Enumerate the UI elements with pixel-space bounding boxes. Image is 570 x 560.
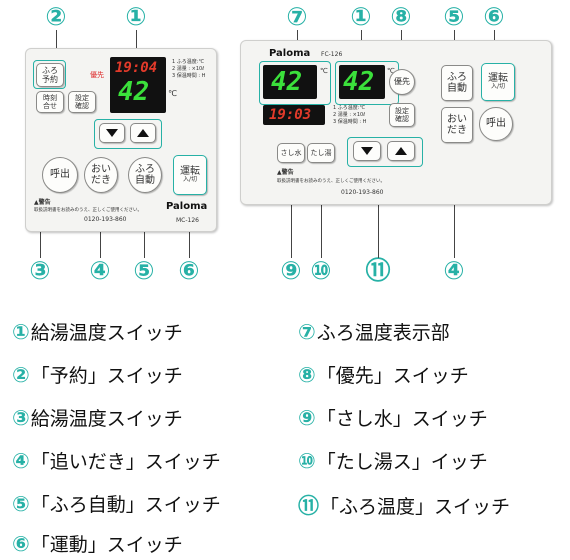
callout-8-top-right: ⑧	[390, 2, 412, 31]
bath-temp-switch-highlight	[347, 137, 423, 167]
callout-9-bottom-right: ⑨	[280, 256, 302, 285]
legend-item-2: ②「予約」スイッチ	[12, 363, 183, 387]
bath-auto-button[interactable]: ふろ 自動	[128, 157, 162, 193]
bath-temp-unit: ℃	[320, 67, 328, 75]
hot-water-temp-down-button[interactable]	[99, 123, 125, 143]
phone-number: 0120-193-860	[84, 216, 127, 223]
up-arrow-icon	[137, 129, 149, 137]
notice-text: 取扱説明書をお読みのうえ、正しくご使用ください。	[34, 208, 142, 213]
clock-readout: 19:04	[115, 60, 158, 76]
reserve-button[interactable]: ふろ 予約	[36, 63, 64, 87]
priority-indicator: 優先	[90, 71, 104, 79]
callout-1-top-right: ①	[350, 2, 372, 31]
legend-item-5: ⑤「ふろ自動」スイッチ	[12, 492, 221, 516]
setting-confirm-button[interactable]: 設定 確認	[389, 103, 415, 127]
info-line-1: 1 ふろ温度:℃	[333, 105, 366, 111]
hot-water-temp-unit: ℃	[387, 67, 395, 75]
leader-line	[321, 160, 322, 258]
priority-button[interactable]: 優先	[389, 69, 415, 95]
bath-temp-display: 42	[263, 65, 317, 99]
legend-item-9: ⑨「さし水」スイッチ	[298, 406, 488, 430]
leader-line	[378, 162, 379, 258]
run-button-sub: 入/切	[182, 176, 198, 184]
brand-logo: Paloma	[269, 48, 311, 59]
bath-temp-down-button[interactable]	[353, 141, 381, 161]
temp-unit: ℃	[168, 89, 177, 98]
callout-6-top-right: ⑥	[483, 2, 505, 31]
callout-1-top-left: ①	[125, 2, 147, 31]
reserve-button-highlight	[33, 60, 66, 89]
callout-10-bottom-right: ⑩	[310, 256, 332, 285]
run-button-label: 運転	[488, 72, 508, 84]
bath-temp-display-highlight	[259, 61, 331, 105]
run-button-label: 運転	[180, 165, 200, 177]
leader-line	[56, 30, 57, 50]
add-hot-water-button[interactable]: たし湯	[307, 143, 335, 163]
warning-label: ▲警告	[34, 199, 51, 206]
warning-label: ▲警告	[277, 169, 294, 176]
notice-text: 取扱説明書をお読みのうえ、正しくご使用ください。	[277, 179, 385, 184]
down-arrow-icon	[106, 129, 118, 137]
legend-item-4: ④「追いだき」スイッチ	[12, 449, 221, 473]
setting-confirm-button[interactable]: 設定 確認	[68, 91, 96, 113]
callout-6-bottom-left: ⑥	[178, 256, 200, 285]
legend-item-6: ⑥「運動」スイッチ	[12, 532, 183, 556]
hot-water-display: 19:04 42	[110, 57, 166, 113]
legend-item-10: ⑩「たし湯ス」イッチ	[298, 449, 488, 473]
callout-4-bottom-left: ④	[89, 256, 111, 285]
bath-temp-readout: 42	[271, 67, 303, 97]
callout-11-bottom-right: ⑪	[365, 256, 391, 285]
hot-water-display: 42	[339, 65, 385, 99]
info-line-2: 2 湯量 : ×10ℓ	[333, 112, 366, 118]
info-line-2: 2 湯量 : ×10ℓ	[172, 66, 205, 72]
callout-5-top-right: ⑤	[443, 2, 465, 31]
hot-water-temp-switch-highlight	[94, 119, 162, 149]
call-button[interactable]: 呼出	[479, 107, 513, 141]
clock-readout: 19:03	[269, 107, 312, 123]
run-button-sub: 入/切	[490, 83, 506, 91]
legend-item-8: ⑧「優先」スイッチ	[298, 363, 469, 387]
reheat-button[interactable]: おい だき	[84, 157, 118, 193]
hot-water-temp-readout: 42	[118, 77, 150, 107]
legend-item-11: ⑪「ふろ温度」スイッチ	[298, 494, 511, 518]
legend-item-1: ①給湯温度スイッチ	[12, 320, 183, 344]
legend-item-3: ③給湯温度スイッチ	[12, 406, 183, 430]
time-set-button[interactable]: 時刻 合せ	[36, 91, 64, 113]
info-line-3: 3 保温時間 : H	[333, 119, 367, 125]
callout-2-top-left: ②	[45, 2, 67, 31]
phone-number: 0120-193-860	[341, 189, 384, 196]
info-line-3: 3 保温時間 : H	[172, 73, 206, 79]
bath-auto-button[interactable]: ふろ 自動	[441, 65, 473, 101]
leader-line	[136, 30, 137, 54]
callout-5-bottom-left: ⑤	[133, 256, 155, 285]
leader-line	[291, 160, 292, 258]
brand-logo: Paloma	[166, 201, 208, 212]
run-button[interactable]: 運転 入/切	[481, 63, 515, 101]
bath-temp-up-button[interactable]	[387, 141, 415, 161]
up-arrow-icon	[395, 147, 407, 155]
legend-item-7: ⑦ふろ温度表示部	[298, 320, 450, 344]
call-button[interactable]: 呼出	[42, 157, 78, 193]
model-label: MC-126	[176, 217, 199, 224]
hot-water-temp-readout: 42	[343, 67, 375, 97]
info-line-1: 1 ふろ温度:℃	[172, 59, 205, 65]
callout-4-bottom-right: ④	[443, 256, 465, 285]
remote-panel-fc126: Paloma FC-126 42 ℃ 42 ℃ 優先 ふろ 自動 運転 入/切 …	[240, 40, 552, 205]
clock-display: 19:03	[263, 105, 325, 125]
run-button[interactable]: 運転 入/切	[173, 155, 207, 195]
model-label: FC-126	[321, 51, 343, 58]
callout-3-bottom-left: ③	[29, 256, 51, 285]
hot-water-temp-up-button[interactable]	[130, 123, 156, 143]
callout-7-top-right: ⑦	[286, 2, 308, 31]
remote-panel-mc126: ふろ 予約 優先 19:04 42 ℃ 1 ふろ温度:℃ 2 湯量 : ×10ℓ…	[25, 48, 217, 232]
add-water-button[interactable]: さし水	[277, 143, 305, 163]
down-arrow-icon	[361, 147, 373, 155]
reheat-button[interactable]: おい だき	[441, 107, 473, 143]
